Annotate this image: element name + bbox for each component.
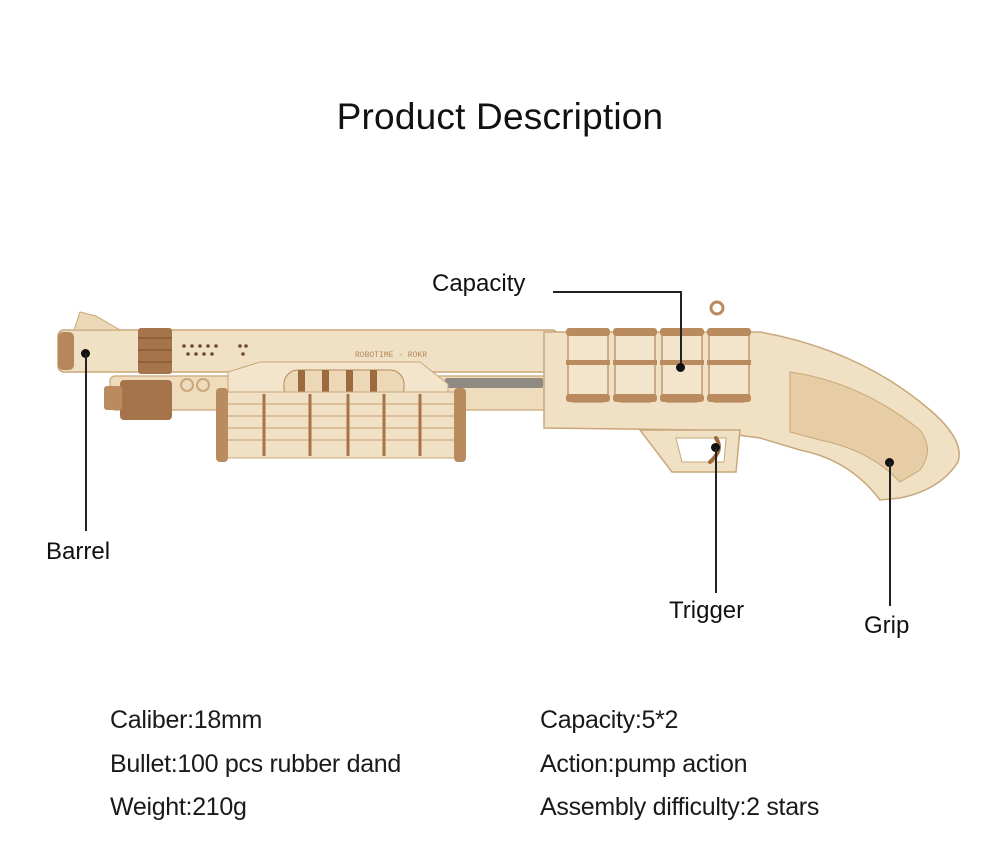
callout-capacity-label: Capacity xyxy=(432,270,526,297)
callout-capacity-dot xyxy=(676,363,685,372)
callout-trigger-line xyxy=(715,447,717,593)
callout-trigger-label: Trigger xyxy=(669,597,745,624)
callout-capacity-line-v xyxy=(680,291,682,367)
callout-grip-label: Grip xyxy=(864,612,910,639)
spec-assembly-difficulty: Assembly difficulty:2 stars xyxy=(540,793,820,821)
engraving-text: ROBOTIME - ROKR xyxy=(355,351,427,360)
callout-barrel-line xyxy=(85,353,87,531)
product-image-shotgun: ROBOTIME - ROKR xyxy=(57,300,960,501)
page-title: Product Description xyxy=(336,96,664,137)
spec-caliber: Caliber:18mm xyxy=(110,706,263,734)
callout-capacity-line-h xyxy=(553,291,681,293)
callout-barrel-label: Barrel xyxy=(46,538,111,565)
spec-action: Action:pump action xyxy=(540,750,748,778)
pump-handle xyxy=(216,361,466,462)
callout-grip-line xyxy=(889,462,891,606)
spec-capacity: Capacity:5*2 xyxy=(540,706,679,734)
spec-bullet: Bullet:100 pcs rubber dand xyxy=(110,750,402,778)
spec-weight: Weight:210g xyxy=(110,793,247,821)
